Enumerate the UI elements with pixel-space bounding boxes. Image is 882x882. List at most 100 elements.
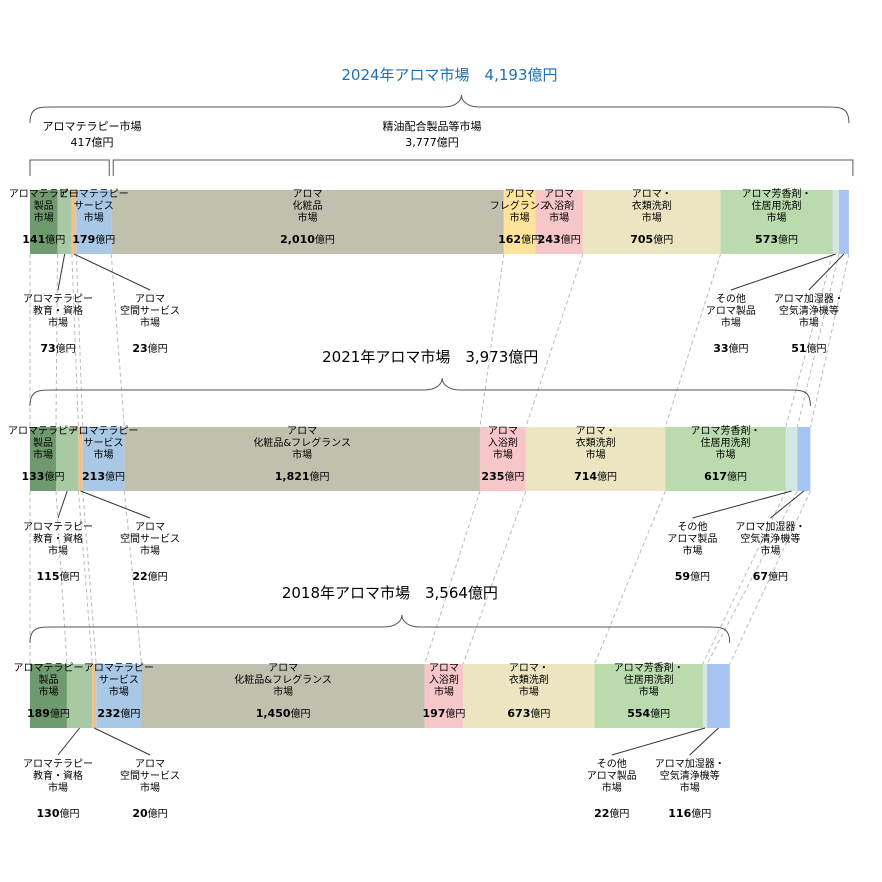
segment-label-product-2024: 製品	[34, 199, 54, 212]
segment-label-cosme-2018: 化粧品&フレグランス	[234, 673, 332, 686]
segment-label-bath-2021: アロマ	[488, 426, 518, 437]
outside-label-humid-2021: 市場	[760, 544, 780, 557]
segment-label-bath-2021: 市場	[493, 448, 513, 461]
segment-label-bath-2018: 入浴剤	[429, 673, 459, 686]
segment-label-service-2024: アロマテラピー	[59, 188, 129, 200]
connector-humid-2024	[809, 253, 850, 428]
outside-label-space-2021: 市場	[140, 544, 160, 557]
segment-value-bath-2021: 235億円	[481, 470, 524, 483]
group-value-therapy: 417億円	[71, 136, 114, 149]
bar-segment-humid-2021	[797, 427, 811, 491]
outside-label-edu-2018: 教育・資格	[33, 769, 83, 782]
segment-label-air-2018: 市場	[639, 685, 659, 698]
bar-segment-laundry-2021	[525, 427, 666, 491]
outside-label-other-2021: その他	[677, 520, 707, 533]
outside-label-other-2021: アロマ製品	[667, 532, 717, 545]
outside-label-humid-2024: 市場	[799, 316, 819, 329]
bar-segment-bath-2021	[479, 427, 526, 491]
outside-label-humid-2018: アロマ加湿器・	[655, 758, 725, 770]
segment-label-fragrance-2024: 市場	[510, 211, 530, 224]
connector-humid-2021	[729, 490, 811, 665]
bar-segment-space-2018	[92, 664, 97, 728]
segment-value-laundry-2024: 705億円	[630, 233, 673, 246]
segment-value-bath-2024: 243億円	[538, 233, 581, 246]
outside-label-edu-2021: 市場	[48, 544, 68, 557]
outside-value-other-2024: 33億円	[713, 342, 748, 355]
connector-edu-2024	[71, 253, 79, 428]
stacked-bars	[30, 190, 849, 728]
outside-value-edu-2024: 73億円	[40, 342, 75, 355]
outside-label-space-2021: 空間サービス	[120, 532, 180, 545]
segment-label-fragrance-2024: アロマ	[505, 189, 535, 200]
connector-bath-2024	[525, 253, 584, 428]
segment-value-air-2021: 617億円	[704, 470, 747, 483]
outside-label-edu-2024: 教育・資格	[33, 304, 83, 317]
segment-value-service-2021: 213億円	[82, 470, 125, 483]
leader-line-edu-2021	[57, 490, 68, 519]
outside-label-humid-2024: 空気清浄機等	[779, 304, 839, 317]
connector-other-2024	[796, 253, 840, 428]
segment-label-product-2024: アロマテラピー	[9, 188, 79, 200]
bar-segment-service-2021	[82, 427, 125, 491]
group-label-therapy: アロマテラピー市場	[43, 119, 142, 133]
segment-label-service-2021: 市場	[94, 448, 114, 461]
outside-label-other-2021: 市場	[682, 544, 702, 557]
segment-value-fragrance-2024: 162億円	[498, 233, 541, 246]
bar-segment-product-2018	[30, 664, 67, 728]
connector-other-2021	[706, 490, 798, 665]
segment-value-product-2018: 189億円	[27, 707, 70, 720]
outside-label-edu-2021: 教育・資格	[33, 532, 83, 545]
outside-label-space-2024: 空間サービス	[120, 304, 180, 317]
leader-line-edu-2024	[57, 253, 66, 291]
bar-segment-edu-2024	[57, 190, 72, 254]
outside-value-space-2018: 20億円	[132, 807, 167, 820]
group-label-blend: 精油配合製品等市場	[383, 119, 482, 133]
segment-label-product-2018: 市場	[38, 685, 58, 698]
segment-value-laundry-2021: 714億円	[574, 470, 617, 483]
outside-label-humid-2018: 市場	[680, 781, 700, 794]
outside-label-other-2024: 市場	[721, 316, 741, 329]
connector-laundry-2024	[664, 253, 722, 428]
outside-label-humid-2024: アロマ加湿器・	[774, 293, 844, 305]
bar-segment-cosme-2021	[124, 427, 480, 491]
connector-space-2024	[75, 253, 84, 428]
segment-label-service-2018: 市場	[109, 685, 129, 698]
leader-line-humid-2018	[689, 727, 719, 756]
outside-label-other-2024: アロマ製品	[706, 304, 756, 317]
segment-label-air-2024: アロマ芳香剤・	[742, 187, 812, 200]
connector-service-2021	[123, 490, 143, 665]
outside-label-edu-2021: アロマテラピー	[23, 521, 93, 533]
group-bracket-blend	[112, 159, 854, 176]
segment-label-cosme-2021: 化粧品&フレグランス	[253, 436, 351, 449]
segment-label-laundry-2021: 市場	[586, 448, 606, 461]
leader-line-other-2024	[730, 253, 836, 291]
segment-label-cosme-2024: アロマ	[293, 189, 323, 200]
total-brace-2024	[29, 94, 850, 124]
connector-air-2024	[785, 253, 833, 428]
bar-segment-product-2024	[30, 190, 58, 254]
bar-segment-cosme-2024	[111, 190, 504, 254]
bar-segment-space-2024	[71, 190, 77, 254]
segment-label-air-2021: 市場	[716, 448, 736, 461]
bar-segment-bath-2018	[424, 664, 464, 728]
bar-segment-humid-2018	[707, 664, 730, 728]
bar-segment-space-2021	[78, 427, 83, 491]
bar-segment-edu-2021	[55, 427, 79, 491]
segment-label-laundry-2024: アロマ・	[632, 189, 672, 200]
bar-segment-laundry-2024	[582, 190, 721, 254]
segment-label-air-2018: 住居用洗剤	[624, 673, 674, 686]
bar-segment-air-2018	[594, 664, 703, 728]
connector-edu-2021	[77, 490, 93, 665]
outside-label-edu-2024: 市場	[48, 316, 68, 329]
segment-label-service-2021: アロマテラピー	[69, 425, 139, 437]
connector-cosme-2024	[479, 253, 505, 428]
bar-segment-fragrance-2024	[503, 190, 536, 254]
leader-line-space-2024	[73, 253, 151, 291]
segment-label-cosme-2024: 市場	[298, 211, 318, 224]
outside-value-other-2018: 22億円	[594, 807, 629, 820]
segment-label-air-2024: 住居用洗剤	[752, 199, 802, 212]
segment-label-service-2024: サービス	[74, 200, 114, 212]
outside-label-space-2024: アロマ	[135, 294, 165, 305]
annotations: 2024年アロマ市場 4,193億円アロマテラピー製品市場141億円アロマテラピ…	[8, 66, 854, 820]
segment-value-service-2018: 232億円	[97, 707, 140, 720]
